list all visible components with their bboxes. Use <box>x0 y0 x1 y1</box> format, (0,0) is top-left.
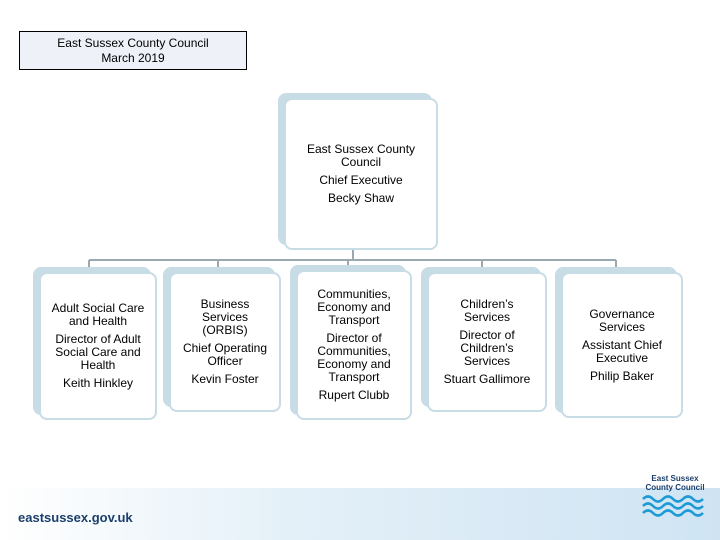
dept-name: Communities, Economy and Transport <box>317 287 391 327</box>
dept-name: Governance Services <box>589 306 655 334</box>
dept-box-business-services: Business Services (ORBIS) Chief Operatin… <box>169 272 281 412</box>
dept-box-governance-services: Governance Services Assistant Chief Exec… <box>561 272 683 418</box>
chart-title-box: East Sussex County Council March 2019 <box>19 31 247 70</box>
dept-person: Keith Hinkley <box>62 376 134 390</box>
council-logo-text: East Sussex County Council <box>645 474 705 492</box>
chart-title: East Sussex County Council <box>57 35 209 50</box>
dept-name: Children’s Services <box>460 297 514 324</box>
dept-box-childrens-services: Children’s Services Director of Children… <box>427 272 547 412</box>
dept-person: Rupert Clubb <box>318 388 390 402</box>
dept-role: Assistant Chief Executive <box>581 337 663 365</box>
dept-name: Business Services (ORBIS) <box>200 297 250 337</box>
top-name: Becky Shaw <box>327 191 395 205</box>
dept-role: Director of Children’s Services <box>459 328 515 368</box>
chief-executive-box: East Sussex County Council Chief Executi… <box>284 98 438 250</box>
dept-box-communities: Communities, Economy and Transport Direc… <box>296 270 412 420</box>
dept-role: Chief Operating Officer <box>182 341 268 368</box>
footer-url[interactable]: eastsussex.gov.uk <box>18 510 133 525</box>
dept-person: Kevin Foster <box>191 372 259 386</box>
dept-box-adult-social-care: Adult Social Care and Health Director of… <box>39 272 157 420</box>
footer-band <box>0 488 720 540</box>
dept-role: Director of Communities, Economy and Tra… <box>317 331 391 384</box>
chart-date: March 2019 <box>101 50 165 65</box>
top-org: East Sussex County Council <box>306 142 416 169</box>
dept-person: Philip Baker <box>589 368 655 383</box>
council-waves-logo-icon <box>642 495 704 517</box>
dept-name: Adult Social Care and Health <box>51 301 145 328</box>
top-role: Chief Executive <box>319 173 403 187</box>
dept-role: Director of Adult Social Care and Health <box>55 332 141 372</box>
dept-person: Stuart Gallimore <box>443 372 531 386</box>
